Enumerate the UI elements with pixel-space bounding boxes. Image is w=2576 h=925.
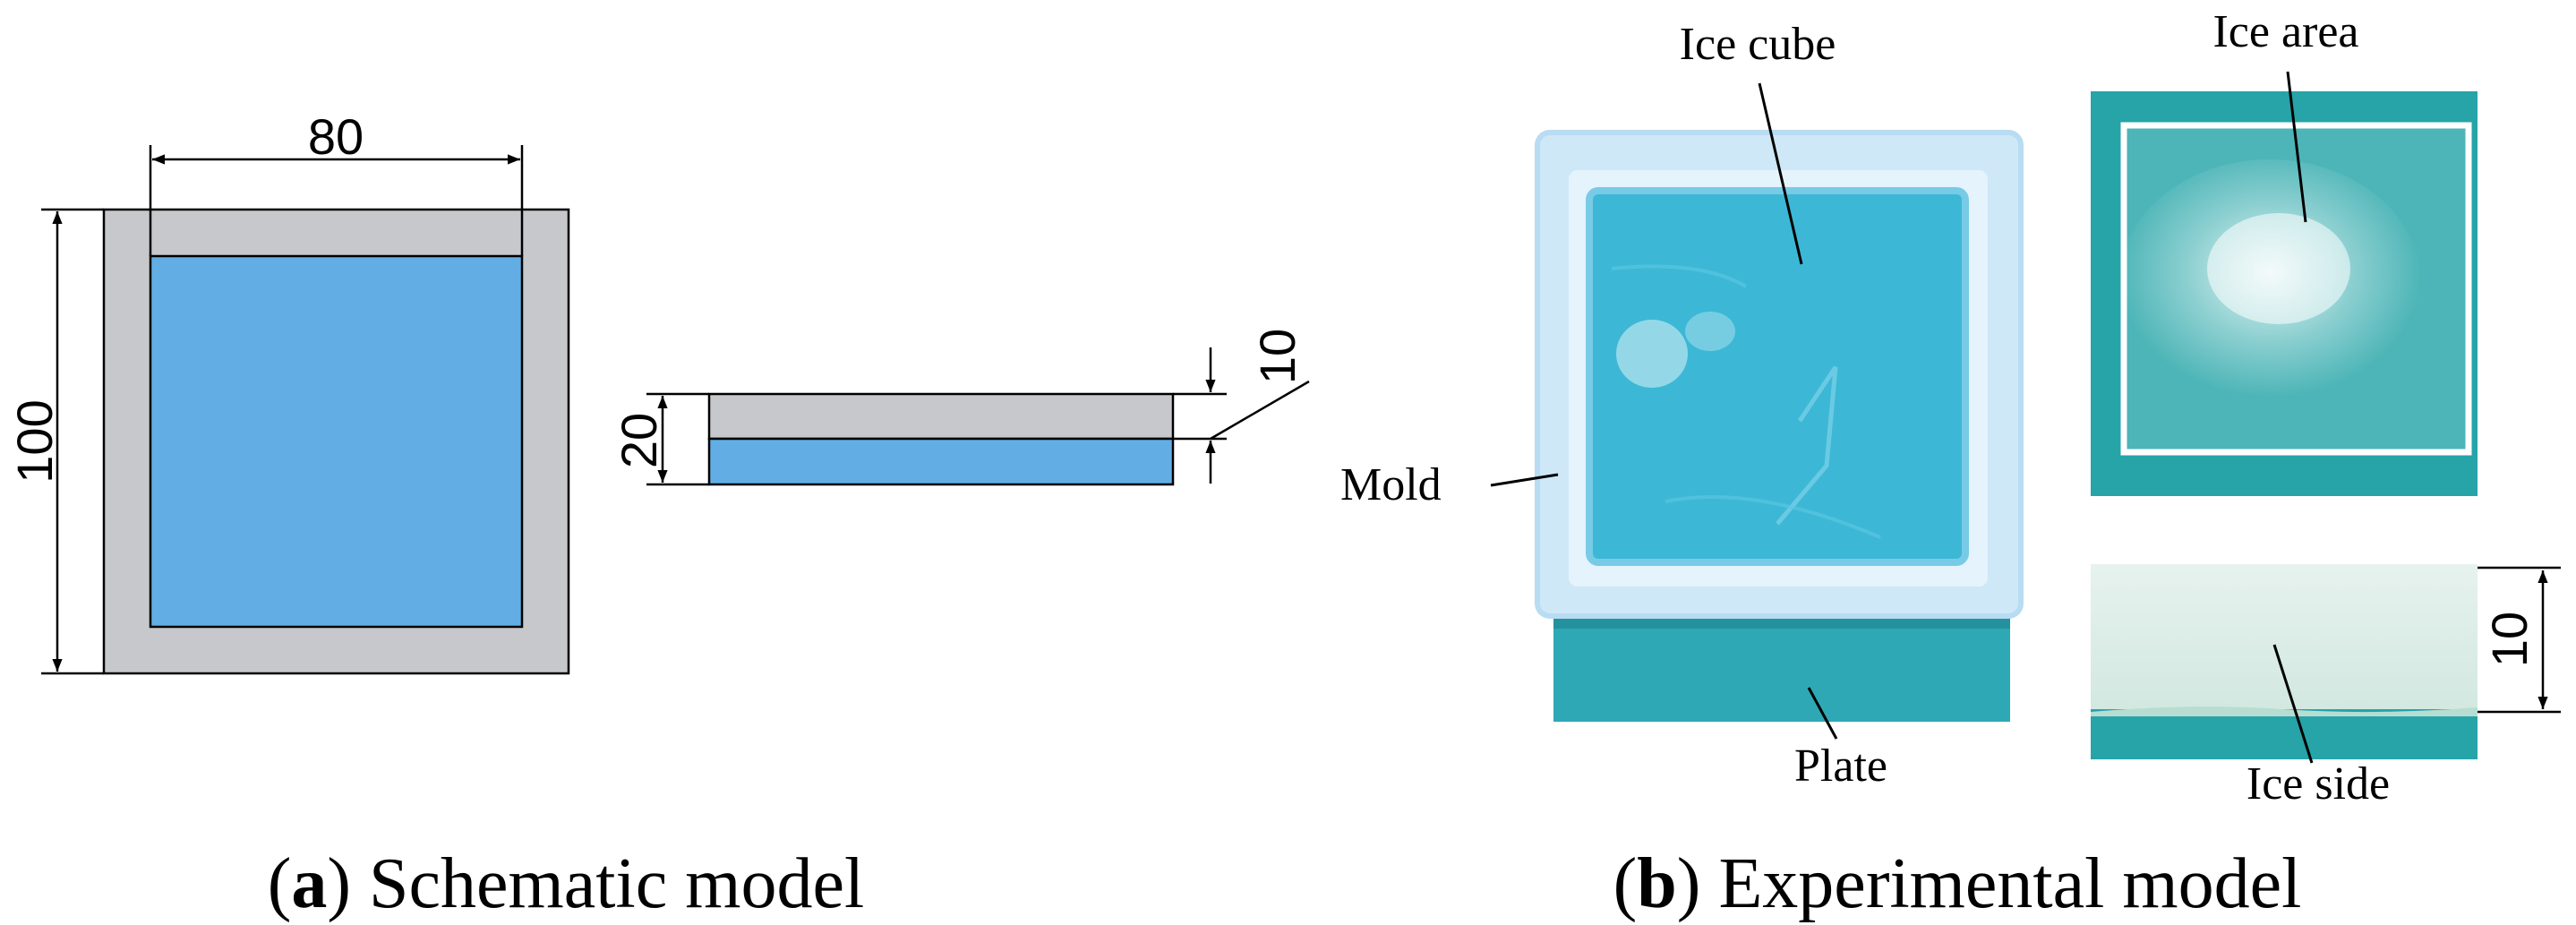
label-ice-side: Ice side bbox=[2247, 758, 2390, 809]
ice-side-plate bbox=[2091, 709, 2478, 759]
caption-b: (b) Experimental model bbox=[1613, 844, 2302, 923]
ice-region bbox=[149, 254, 524, 629]
dim-side-ice-label: 10 bbox=[1249, 329, 1305, 384]
ice-side-photo: 10 bbox=[2091, 564, 2561, 759]
leader-mold bbox=[1490, 473, 1559, 487]
leader-ice-cube bbox=[1758, 82, 1803, 265]
label-ice-cube: Ice cube bbox=[1680, 19, 1836, 70]
leader-ice-area bbox=[2286, 71, 2307, 223]
side-mold-layer bbox=[707, 392, 1175, 441]
mold-photo bbox=[1535, 130, 2024, 722]
label-ice-area: Ice area bbox=[2212, 6, 2358, 57]
thickness-dim-label: 10 bbox=[2481, 612, 2537, 667]
ice-cube-photo bbox=[1589, 191, 1965, 562]
ice-area-photo bbox=[2091, 91, 2478, 496]
dim-height-label: 100 bbox=[6, 399, 63, 483]
ice-side-layer bbox=[2091, 564, 2478, 712]
side-view: 20 10 bbox=[611, 329, 1310, 486]
dim-width-label: 80 bbox=[308, 108, 364, 165]
leader-ice-side bbox=[2272, 644, 2314, 764]
panel-b-experimental: 10 Ice cube Ice area Mold Plate Ice side… bbox=[1340, 6, 2561, 923]
label-mold: Mold bbox=[1340, 459, 1442, 510]
caption-a: (a) Schematic model bbox=[268, 844, 864, 923]
dim-side-ice-leader bbox=[1210, 380, 1310, 441]
label-plate: Plate bbox=[1794, 741, 1887, 792]
leader-plate bbox=[1807, 687, 1838, 740]
top-view: 80 100 bbox=[6, 108, 570, 675]
plate-photo bbox=[1553, 611, 2010, 722]
dim-side-total-label: 20 bbox=[611, 413, 667, 468]
side-ice-layer bbox=[707, 437, 1175, 486]
panel-a-schematic: 80 100 20 10 (a) Schematic model bbox=[6, 108, 1310, 923]
ice-area-outline bbox=[2120, 122, 2472, 456]
